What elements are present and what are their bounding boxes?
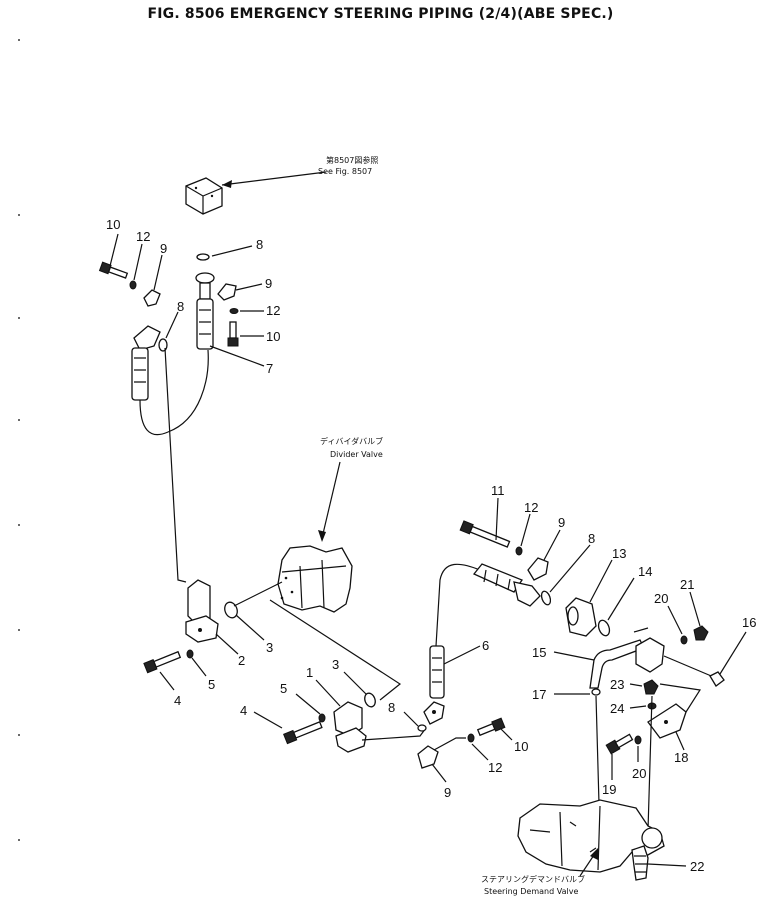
steering-label: Steering Demand Valve: [484, 887, 578, 896]
leader-see-fig: [221, 171, 327, 186]
steering-label-jp: ステアリングデマンドバルブ: [481, 874, 585, 884]
nut: [643, 679, 659, 695]
o-ring: [417, 724, 427, 732]
o-ring: [597, 619, 611, 637]
clamp: [527, 557, 549, 581]
o-ring: [364, 692, 376, 708]
callout-8: 8: [256, 237, 263, 252]
callout-8: 8: [588, 531, 595, 546]
adapter-13: [565, 597, 597, 637]
callout-1: 1: [306, 665, 313, 680]
callout-24: 24: [610, 701, 624, 716]
elbow-fitting-1: [333, 701, 367, 753]
clamp: [143, 289, 161, 307]
callout-4: 4: [240, 703, 247, 718]
callout-6: 6: [482, 638, 489, 653]
callout-14: 14: [638, 564, 652, 579]
hose-fitting-upper-right: [472, 563, 541, 607]
o-ring: [224, 601, 238, 619]
callout-20: 20: [654, 591, 668, 606]
callout-3: 3: [332, 657, 339, 672]
callout-7: 7: [266, 361, 273, 376]
o-ring: [591, 688, 601, 696]
hose-fitting-6: [423, 645, 445, 725]
hose: [164, 347, 187, 583]
callout-3: 3: [266, 640, 273, 655]
callout-9: 9: [160, 241, 167, 256]
hose: [139, 349, 209, 436]
elbow-22: [631, 845, 649, 881]
callout-20: 20: [632, 766, 646, 781]
callout-16: 16: [742, 615, 756, 630]
lock-washer: [467, 733, 475, 743]
callout-19: 19: [602, 782, 616, 797]
callout-21: 21: [680, 577, 694, 592]
elbow-fitting-2: [185, 579, 219, 643]
nut: [693, 625, 709, 641]
bolt: [98, 261, 129, 279]
upper-block: [185, 177, 223, 215]
bolt: [283, 721, 323, 745]
callout-23: 23: [610, 677, 624, 692]
bolt: [476, 717, 506, 737]
clamp: [217, 283, 237, 301]
callout-8: 8: [177, 299, 184, 314]
bolt: [605, 733, 634, 755]
bolt: [227, 321, 239, 347]
see-fig-label-jp: 第8507図参照: [326, 155, 378, 165]
callout-17: 17: [532, 687, 546, 702]
callout-8: 8: [388, 700, 395, 715]
callout-5: 5: [280, 681, 287, 696]
callout-15: 15: [532, 645, 546, 660]
lock-washer: [229, 308, 239, 314]
callout-11: 11: [491, 483, 505, 498]
lock-washer: [515, 546, 523, 556]
callout-18: 18: [674, 750, 688, 765]
see-fig-label: See Fig. 8507: [318, 167, 372, 176]
callout-12: 12: [136, 229, 150, 244]
callout-4: 4: [174, 693, 181, 708]
callout-12: 12: [488, 760, 502, 775]
callout-2: 2: [238, 653, 245, 668]
o-ring: [158, 338, 168, 352]
callout-10: 10: [106, 217, 120, 232]
divider-valve: [277, 545, 353, 613]
hose-fitting-7: [195, 272, 215, 350]
lock-washer: [129, 280, 137, 290]
callout-12: 12: [524, 500, 538, 515]
callout-12: 12: [266, 303, 280, 318]
callout-5: 5: [208, 677, 215, 692]
divider-label: Divider Valve: [330, 450, 383, 459]
lock-washer: [318, 713, 326, 723]
cap: [709, 671, 725, 687]
callout-10: 10: [514, 739, 528, 754]
o-ring: [540, 590, 552, 606]
callout-9: 9: [265, 276, 272, 291]
bracket-block: [635, 637, 717, 679]
callout-9: 9: [558, 515, 565, 530]
bolt: [143, 650, 182, 674]
lock-washer: [186, 649, 194, 659]
callout-13: 13: [612, 546, 626, 561]
clamp: [417, 745, 439, 769]
hose-fitting-left: [131, 325, 161, 401]
o-ring: [196, 253, 210, 261]
divider-label-jp: ディバイダバルブ: [320, 436, 383, 446]
figure-title: FIG. 8506 EMERGENCY STEERING PIPING (2/4…: [147, 6, 614, 22]
callout-9: 9: [444, 785, 451, 800]
bolt: [459, 520, 511, 548]
callout-10: 10: [266, 329, 280, 344]
lock-washer: [634, 735, 642, 745]
lock-washer: [680, 635, 688, 645]
callout-22: 22: [690, 859, 704, 874]
